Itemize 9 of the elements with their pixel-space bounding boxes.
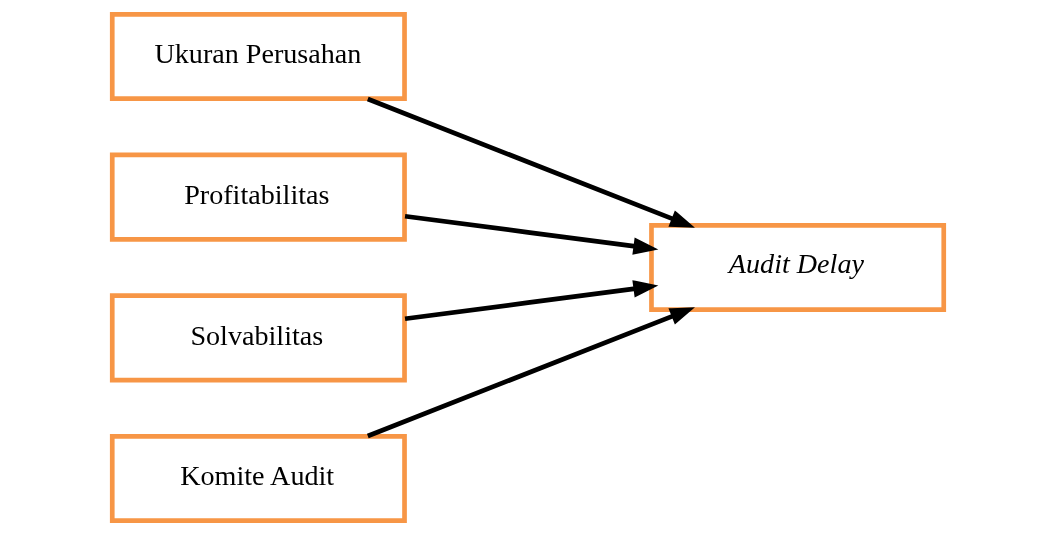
node-box: Komite Audit [109,433,407,524]
node-box: Solvabilitas [109,293,407,383]
node-box: Profitabilitas [109,152,407,242]
node-box: Audit Delay [649,222,947,313]
node-box: Ukuran Perusahan [109,11,407,102]
arrow [366,307,695,439]
arrow [366,96,695,228]
arrow [404,280,659,322]
arrow [404,213,659,255]
